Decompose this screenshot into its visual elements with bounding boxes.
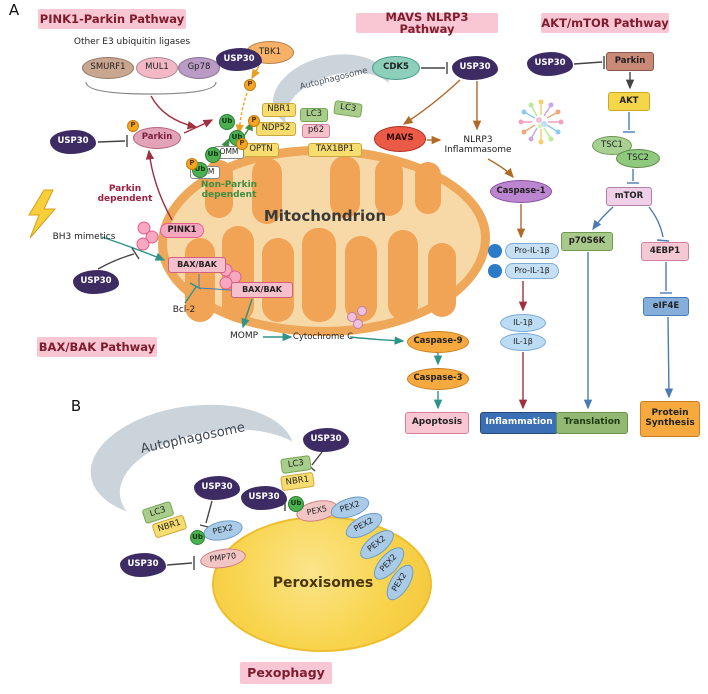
cdk5-node: CDK5 [372, 56, 420, 80]
phospho-badge: P [244, 79, 256, 91]
lc3-node: LC3 [333, 100, 363, 118]
phospho-badge: P [127, 120, 139, 132]
mtor-node: mTOR [606, 187, 652, 206]
usp30-blob: USP30 [73, 270, 119, 294]
eif4e-node: eIF4E [643, 297, 689, 316]
non-parkin-dependent-label: Non-Parkin dependent [200, 180, 258, 200]
protein-synthesis-node: Protein Synthesis [640, 401, 700, 437]
mavs-node: MAVS [374, 126, 426, 152]
panel-b-label: B [70, 396, 82, 415]
mul1-node: MUL1 [136, 57, 178, 79]
phospho-badge: P [248, 115, 260, 127]
momp-label: MOMP [229, 330, 259, 341]
cytochrome-c-label: Cytochrome C [292, 331, 354, 342]
header-baxbak-pathway: BAX/BAK Pathway [37, 337, 157, 357]
usp30-blob: USP30 [303, 428, 349, 452]
pro-il1b-node: Pro-IL-1β [505, 263, 559, 279]
other-e3-ligases-label: Other E3 ubiquitin ligases [73, 36, 191, 47]
usp30-blob: USP30 [452, 56, 498, 80]
optn-node: OPTN [243, 143, 279, 157]
mitochondrion-crista [428, 243, 456, 317]
akt-node: AKT [608, 92, 650, 111]
header-pink1-parkin-pathway: PINK1-Parkin Pathway [38, 9, 186, 29]
nbr1-node: NBR1 [280, 471, 315, 492]
caspase3-node: Caspase-3 [407, 368, 469, 390]
caspase9-node: Caspase-9 [407, 331, 469, 353]
usp30-blob: USP30 [194, 476, 240, 500]
phospho-badge: P [186, 158, 198, 170]
p62-node: p62 [302, 124, 330, 138]
header-mavs-nlrp3-pathway: MAVS NLRP3 Pathway [356, 10, 498, 35]
mitochondrion-crista [252, 158, 282, 224]
header-pexophagy: Pexophagy [240, 662, 332, 684]
gp78-node: Gp78 [178, 57, 220, 79]
tsc1-node: TSC1 [592, 136, 632, 155]
pink1-node: PINK1 [160, 223, 204, 238]
usp30-blob: USP30 [241, 486, 287, 510]
parkin-dependent-label: Parkin dependent [97, 184, 153, 204]
4ebp1-node: 4EBP1 [641, 242, 689, 261]
autophagosome-a-label: Autophagosome [298, 66, 369, 93]
il1b-node: IL-1β [500, 333, 546, 351]
ubiquitin-badge: Ub [288, 496, 304, 512]
baxbak-node: BAX/BAK [168, 257, 226, 273]
mitochondrion-crista [262, 238, 294, 322]
peroxisomes-label: Peroxisomes [272, 575, 374, 592]
inflammation-node: Inflammation [480, 412, 558, 434]
usp30-blob: USP30 [120, 553, 166, 577]
smurf1-node: SMURF1 [82, 57, 134, 79]
ubiquitin-badge: Ub [190, 530, 205, 545]
usp30-blob: USP30 [527, 52, 573, 76]
tax1bp1-node: TAX1BP1 [308, 143, 362, 157]
mitochondrion-crista [375, 158, 403, 216]
parkin-node: Parkin [133, 127, 181, 149]
mitochondrion-crista [388, 230, 418, 320]
caspase1-node: Caspase-1 [490, 180, 552, 203]
pro-il1b-dot [488, 264, 502, 278]
ndp52-node: NDP52 [256, 122, 296, 136]
panel-a-label: A [8, 0, 20, 19]
autophagosome-b-label: Autophagosome [139, 420, 247, 457]
nbr1-node: NBR1 [262, 103, 296, 117]
mitochondrion-crista [415, 162, 441, 214]
usp30-blob: USP30 [216, 48, 262, 71]
header-akt-mtor-pathway: AKT/mTOR Pathway [541, 13, 669, 33]
tsc2-node: TSC2 [616, 149, 660, 168]
nlrp3-inflammasome-label: NLRP3 Inflammasome [444, 135, 512, 155]
lc3-node: LC3 [280, 454, 312, 475]
mitochondrion-crista [330, 156, 360, 218]
il1b-node: IL-1β [500, 314, 546, 332]
pmp70-node: PMP70 [198, 545, 248, 572]
ubiquitin-badge: Ub [205, 147, 221, 163]
p70s6k-node: p70S6K [561, 232, 613, 251]
apoptosis-node: Apoptosis [405, 412, 469, 434]
usp30-blob: USP30 [50, 130, 96, 154]
mitochondrion-crista [302, 228, 336, 322]
baxbak-node: BAX/BAK [231, 282, 293, 298]
pro-il1b-dot [488, 244, 502, 258]
bcl2-label: Bcl-2 [172, 304, 196, 315]
parkin-akt-node: Parkin [606, 52, 654, 71]
ubiquitin-badge: Ub [219, 114, 235, 130]
mitochondrion-label: Mitochondrion [263, 206, 387, 225]
phospho-badge: P [236, 138, 248, 150]
lc3-node: LC3 [300, 108, 328, 122]
translation-node: Translation [556, 412, 628, 434]
pro-il1b-node: Pro-IL-1β [505, 243, 559, 259]
pex2-node: PEX2 [201, 517, 245, 544]
bh3-mimetics-label: BH3 mimetics [52, 231, 116, 242]
